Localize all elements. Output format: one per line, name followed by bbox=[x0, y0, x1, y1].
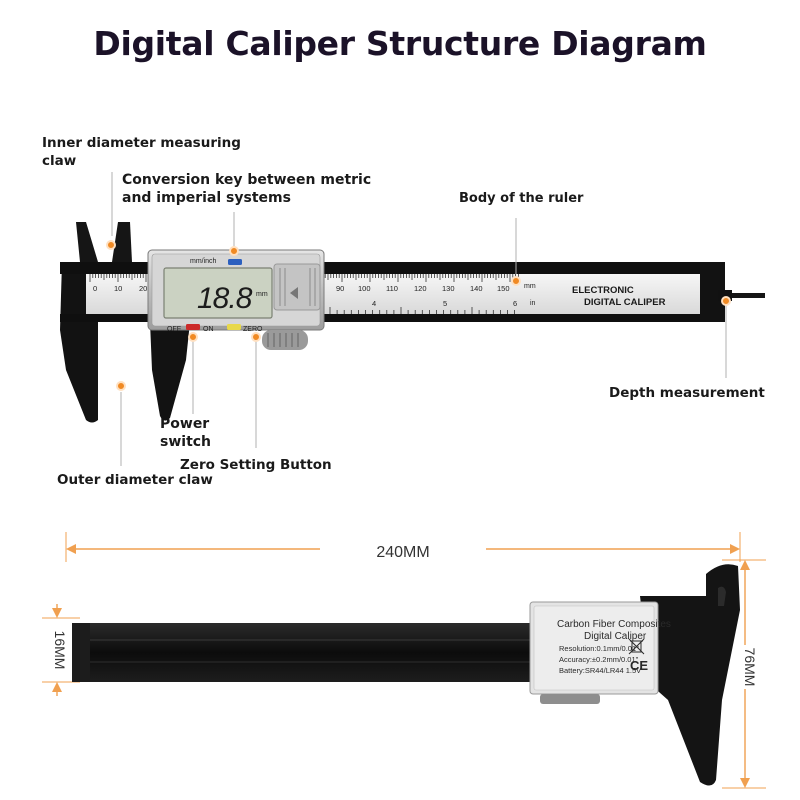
power-button[interactable] bbox=[186, 324, 200, 330]
inner-claw-sliding bbox=[112, 222, 132, 262]
back-jaw bbox=[640, 564, 740, 786]
dimension-width: 16MM bbox=[42, 604, 80, 696]
inner-claw-label: Inner diameter measuring claw bbox=[42, 135, 241, 169]
scale-num: 110 bbox=[386, 284, 398, 293]
depth-label: Depth measurement bbox=[609, 385, 765, 401]
caliper-front: 0 10 20 90 100 110 120 130 140 150 mm in… bbox=[60, 222, 765, 423]
scale-num: 100 bbox=[358, 284, 371, 293]
back-line-2: Digital Caliper bbox=[584, 631, 647, 642]
brand-line-1: ELECTRONIC bbox=[572, 285, 634, 296]
lcd-screen bbox=[163, 267, 273, 319]
length-dimension-label: 240MM bbox=[376, 544, 429, 561]
scale-num: 90 bbox=[336, 284, 344, 293]
scale-num: 120 bbox=[414, 284, 427, 293]
lcd-unit: mm bbox=[256, 291, 268, 298]
unit-key-label: mm/inch bbox=[190, 258, 217, 265]
height-dimension-label: 76MM bbox=[742, 648, 758, 687]
power-label: Power switch bbox=[160, 416, 212, 450]
caliper-back: Carbon Fiber Composites Digital Caliper … bbox=[72, 564, 740, 786]
dimension-length: 240MM bbox=[65, 532, 741, 562]
back-beam bbox=[72, 623, 540, 682]
dot-body bbox=[511, 276, 521, 286]
brand-line-2: DIGITAL CALIPER bbox=[584, 297, 666, 308]
scale-num-in: 5 bbox=[443, 299, 447, 308]
back-line-1: Carbon Fiber Composites bbox=[557, 619, 671, 630]
weee-bin-icon bbox=[628, 638, 645, 655]
zero-btn-label: ZERO bbox=[243, 326, 263, 333]
scale-num-in: 4 bbox=[372, 299, 376, 308]
depth-rod bbox=[725, 293, 765, 298]
scale-num: 20 bbox=[139, 284, 147, 293]
dimension-height: 76MM bbox=[722, 559, 766, 789]
unit-key-button[interactable] bbox=[228, 259, 242, 265]
dot-inner-claw bbox=[106, 240, 116, 250]
dot-zero bbox=[251, 332, 261, 342]
dot-depth bbox=[721, 296, 731, 306]
thumb-grip bbox=[273, 263, 321, 311]
callout-dots bbox=[106, 240, 731, 391]
sliding-outer-jaw bbox=[150, 322, 190, 421]
scale-unit-in: in bbox=[530, 300, 536, 307]
callout-leaders bbox=[111, 172, 727, 466]
outer-claw-label: Outer diameter claw bbox=[57, 472, 213, 488]
back-line-4: Accuracy:±0.2mm/0.01" bbox=[559, 655, 639, 664]
page-title: Digital Caliper Structure Diagram bbox=[93, 24, 707, 63]
dot-conversion-key bbox=[229, 246, 239, 256]
zero-button[interactable] bbox=[227, 324, 241, 330]
beam-bottom bbox=[60, 314, 725, 322]
scale-num: 140 bbox=[470, 284, 483, 293]
inner-claw-fixed bbox=[76, 222, 98, 262]
scale-num: 0 bbox=[93, 284, 97, 293]
dot-outer-claw bbox=[116, 381, 126, 391]
scale-num-in: 6 bbox=[513, 299, 517, 308]
dot-power bbox=[188, 332, 198, 342]
off-label: OFF bbox=[167, 326, 181, 333]
ce-mark: CE bbox=[630, 658, 648, 673]
back-line-3: Resolution:0.1mm/0.01" bbox=[559, 644, 639, 653]
thumb-roller bbox=[262, 330, 308, 350]
on-label: ON bbox=[203, 326, 214, 333]
back-line-5: Battery:SR44/LR44 1.5V bbox=[559, 666, 641, 675]
scale-num: 150 bbox=[497, 284, 510, 293]
lcd-value: 18.8 bbox=[197, 282, 253, 315]
conversion-key-label: Conversion key between metric and imperi… bbox=[122, 172, 372, 206]
scale-unit-mm: mm bbox=[524, 283, 536, 290]
body-label: Body of the ruler bbox=[459, 191, 584, 206]
scale-num: 10 bbox=[114, 284, 122, 293]
scale-num: 130 bbox=[442, 284, 455, 293]
zero-label: Zero Setting Button bbox=[180, 457, 332, 473]
width-dimension-label: 16MM bbox=[52, 631, 68, 670]
scale-ticks-bottom bbox=[329, 307, 515, 314]
